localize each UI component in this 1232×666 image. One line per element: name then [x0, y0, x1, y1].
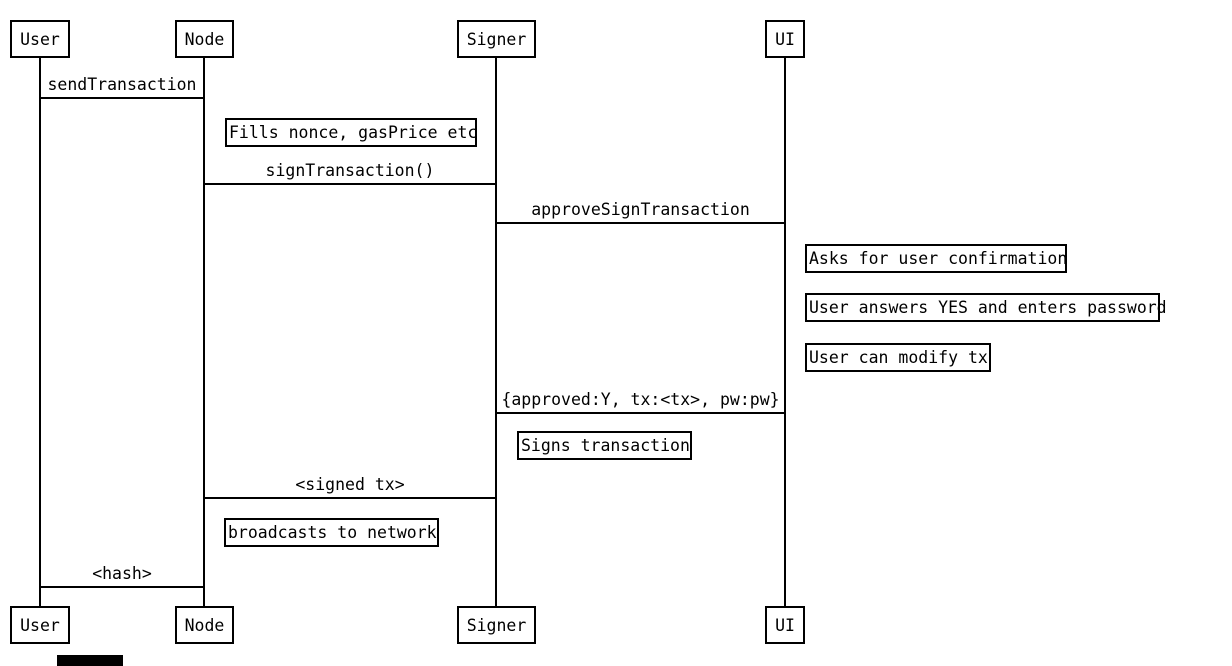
message-label-hash: <hash>	[92, 564, 152, 583]
actor-signer-top: Signer	[457, 20, 536, 58]
lifeline-node	[203, 58, 205, 606]
actor-signer-bottom: Signer	[457, 606, 536, 644]
message-line-approved-response	[495, 412, 786, 414]
message-line-hash	[39, 586, 205, 588]
message-line-sign-transaction	[203, 183, 497, 185]
bottom-edge-artifact	[57, 655, 123, 666]
message-line-signed-tx	[203, 497, 497, 499]
note-user-can-modify-tx: User can modify tx	[805, 343, 991, 372]
message-label-sign-transaction: signTransaction()	[265, 161, 435, 180]
message-label-signed-tx: <signed tx>	[295, 475, 405, 494]
message-line-approve-sign-transaction	[495, 222, 786, 224]
actor-user-top: User	[10, 20, 70, 58]
actor-user-bottom: User	[10, 606, 70, 644]
note-signs-transaction: Signs transaction	[517, 431, 692, 460]
actor-ui-top: UI	[765, 20, 805, 58]
actor-node-top: Node	[175, 20, 234, 58]
lifeline-signer	[495, 58, 497, 606]
message-line-send-transaction	[39, 97, 205, 99]
lifeline-ui	[784, 58, 786, 606]
actor-ui-bottom: UI	[765, 606, 805, 644]
note-asks-user-confirmation: Asks for user confirmation	[805, 244, 1067, 273]
message-label-approved-response: {approved:Y, tx:<tx>, pw:pw}	[501, 390, 780, 409]
note-broadcasts-to-network: broadcasts to network	[224, 518, 439, 547]
message-label-approve-sign-transaction: approveSignTransaction	[531, 200, 750, 219]
actor-node-bottom: Node	[175, 606, 234, 644]
lifeline-user	[39, 58, 41, 606]
message-label-send-transaction: sendTransaction	[47, 75, 197, 94]
note-fills-nonce: Fills nonce, gasPrice etc	[225, 118, 477, 147]
note-user-answers-yes: User answers YES and enters password	[805, 293, 1167, 322]
